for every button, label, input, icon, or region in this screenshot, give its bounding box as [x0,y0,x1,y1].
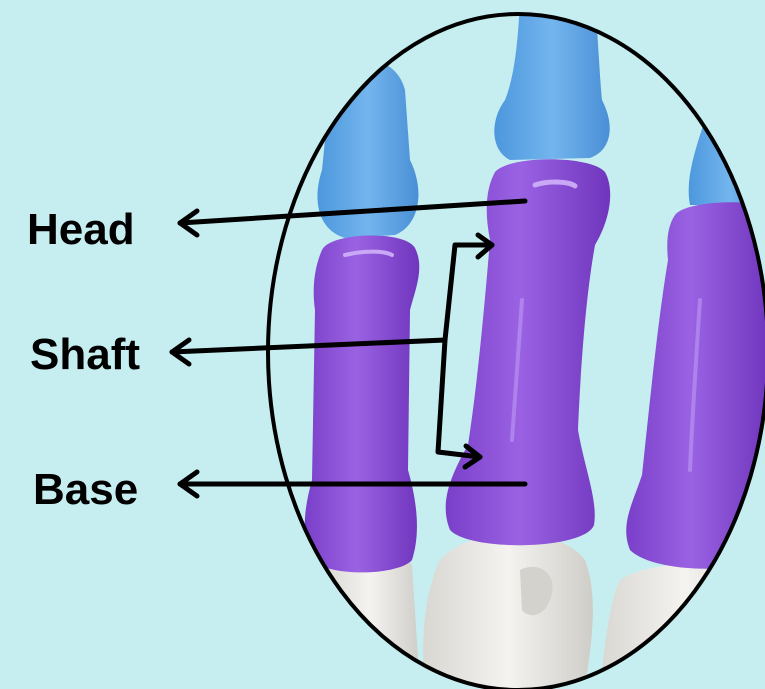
shaft-label: Shaft [30,333,140,377]
head-label: Head [27,208,135,252]
left-proximal-phalanx [305,235,420,572]
base-label: Base [33,468,138,512]
center-metacarpal-head [423,534,593,689]
